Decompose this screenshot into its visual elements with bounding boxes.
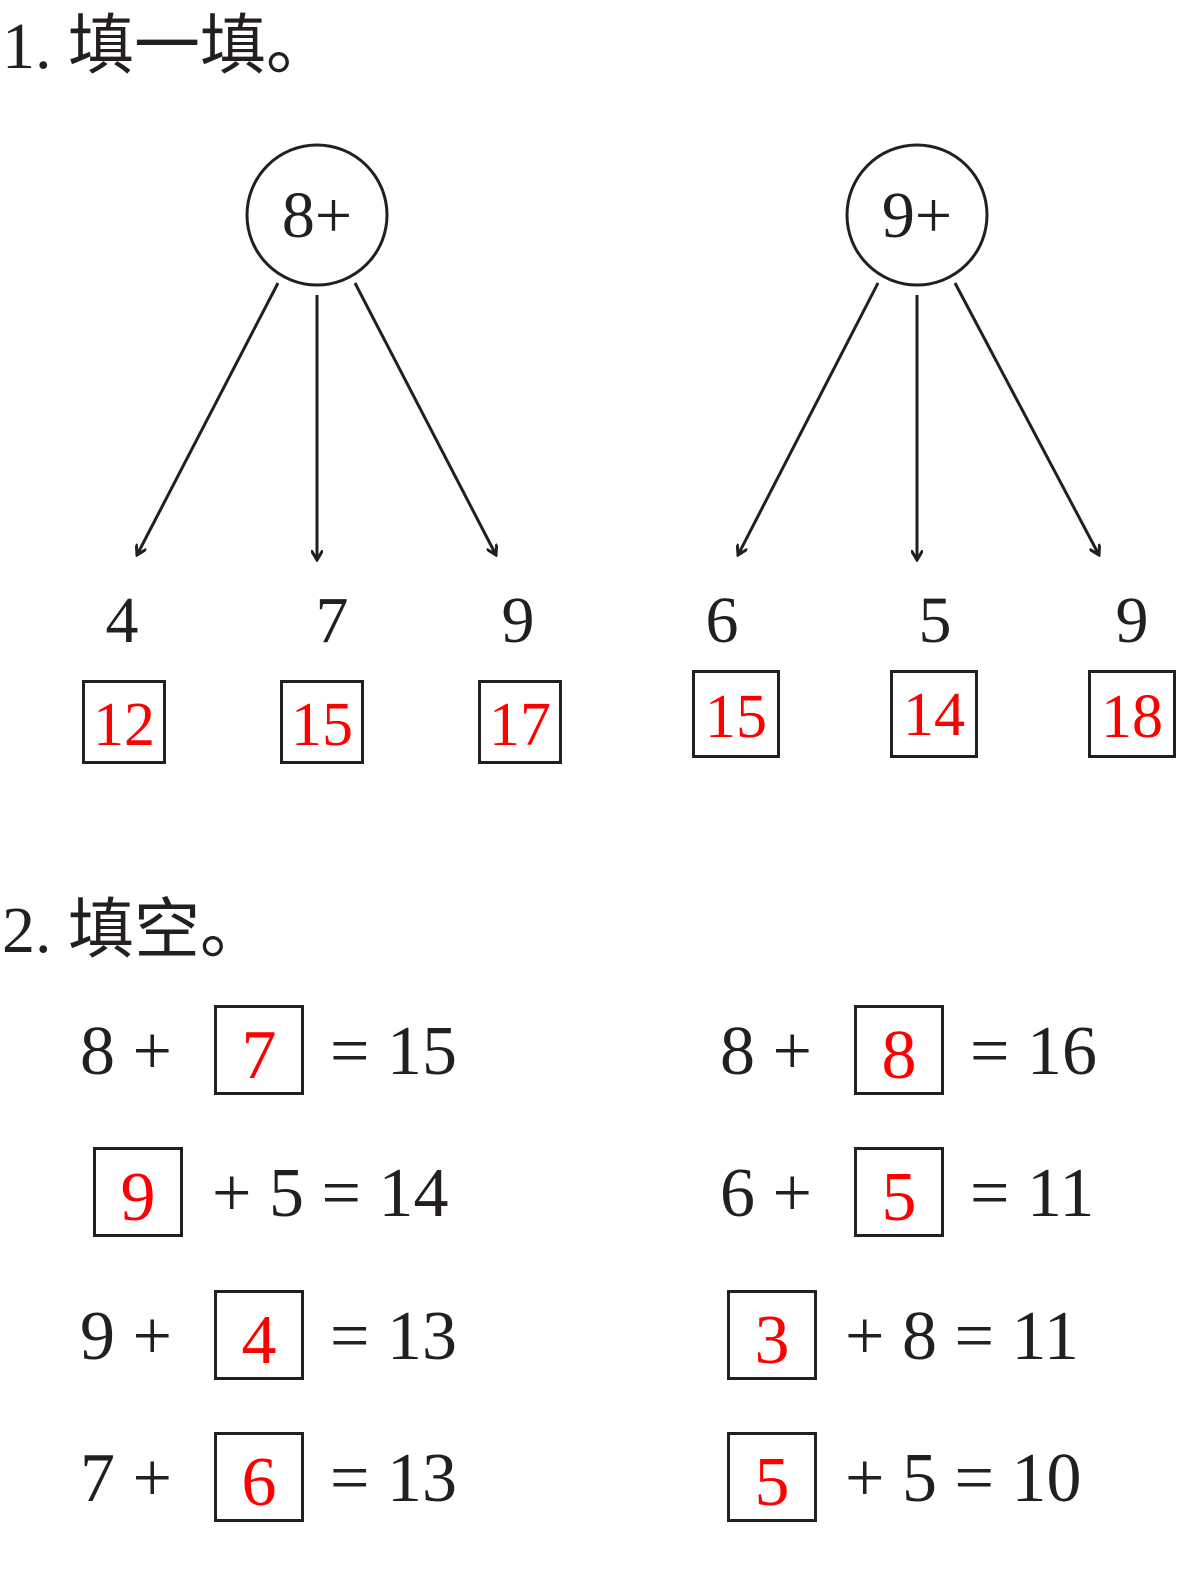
tree-root-circle (245, 143, 389, 287)
equation-answer-box[interactable]: 8 (854, 1005, 944, 1095)
equation-answer-box[interactable]: 3 (727, 1290, 817, 1380)
equation-suffix: + 5 = 10 (845, 1440, 1082, 1517)
tree-leaf-number: 9 (1115, 584, 1149, 657)
tree-leaf-number: 5 (918, 584, 952, 657)
equation-answer-box[interactable]: 4 (214, 1290, 304, 1380)
equation-answer-box[interactable]: 9 (93, 1147, 183, 1237)
equation-row: 5 + 5 = 10 (600, 1432, 1200, 1522)
tree-root-circle (845, 143, 989, 287)
equation-row: 9 + 5 = 14 (0, 1147, 600, 1237)
equation-answer-box[interactable]: 7 (214, 1005, 304, 1095)
equation-prefix: 9 + (80, 1298, 172, 1375)
equation-prefix: 7 + (80, 1440, 172, 1517)
tree-answer-box[interactable]: 12 (82, 680, 166, 764)
tree-answer-box[interactable]: 17 (478, 680, 562, 764)
tree-leaf-number: 6 (705, 584, 739, 657)
equation-suffix: = 11 (970, 1155, 1095, 1232)
equation-answer-box[interactable]: 5 (854, 1147, 944, 1237)
equation-suffix: + 8 = 11 (845, 1298, 1079, 1375)
equation-prefix: 8 + (720, 1013, 812, 1090)
tree-answer-box[interactable]: 15 (692, 670, 780, 758)
tree-arrow (137, 282, 280, 555)
equation-prefix: 6 + (720, 1155, 812, 1232)
equation-row: 9 + 4 = 13 (0, 1290, 600, 1380)
tree-leaf-number: 4 (105, 584, 139, 657)
tree-answer-box[interactable]: 18 (1088, 670, 1176, 758)
equation-row: 7 + 6 = 13 (0, 1432, 600, 1522)
question-2-heading: 2. 填空。 (2, 894, 266, 967)
equation-prefix: 8 + (80, 1013, 172, 1090)
tree-root-label: 9+ (881, 179, 953, 252)
tree-arrow (953, 282, 1099, 555)
tree-root-label: 8+ (281, 179, 353, 252)
equation-suffix: = 16 (970, 1013, 1097, 1090)
equation-row: 6 + 5 = 11 (600, 1147, 1200, 1237)
equation-suffix: = 13 (330, 1440, 457, 1517)
equation-row: 8 + 8 = 16 (600, 1005, 1200, 1095)
tree-answer-box[interactable]: 15 (280, 680, 364, 764)
tree-arrow (738, 282, 880, 555)
equation-row: 3 + 8 = 11 (600, 1290, 1200, 1380)
equation-suffix: = 15 (330, 1013, 457, 1090)
question-1-heading: 1. 填一填。 (2, 10, 332, 83)
equation-row: 8 + 7 = 15 (0, 1005, 600, 1095)
equation-suffix: = 13 (330, 1298, 457, 1375)
equation-suffix: + 5 = 14 (212, 1155, 449, 1232)
tree-leaf-number: 7 (315, 584, 349, 657)
tree-arrow (353, 282, 496, 555)
equation-answer-box[interactable]: 6 (214, 1432, 304, 1522)
tree-leaf-number: 9 (501, 584, 535, 657)
equation-answer-box[interactable]: 5 (727, 1432, 817, 1522)
tree-answer-box[interactable]: 14 (890, 670, 978, 758)
tree-diagrams (0, 143, 1200, 800)
